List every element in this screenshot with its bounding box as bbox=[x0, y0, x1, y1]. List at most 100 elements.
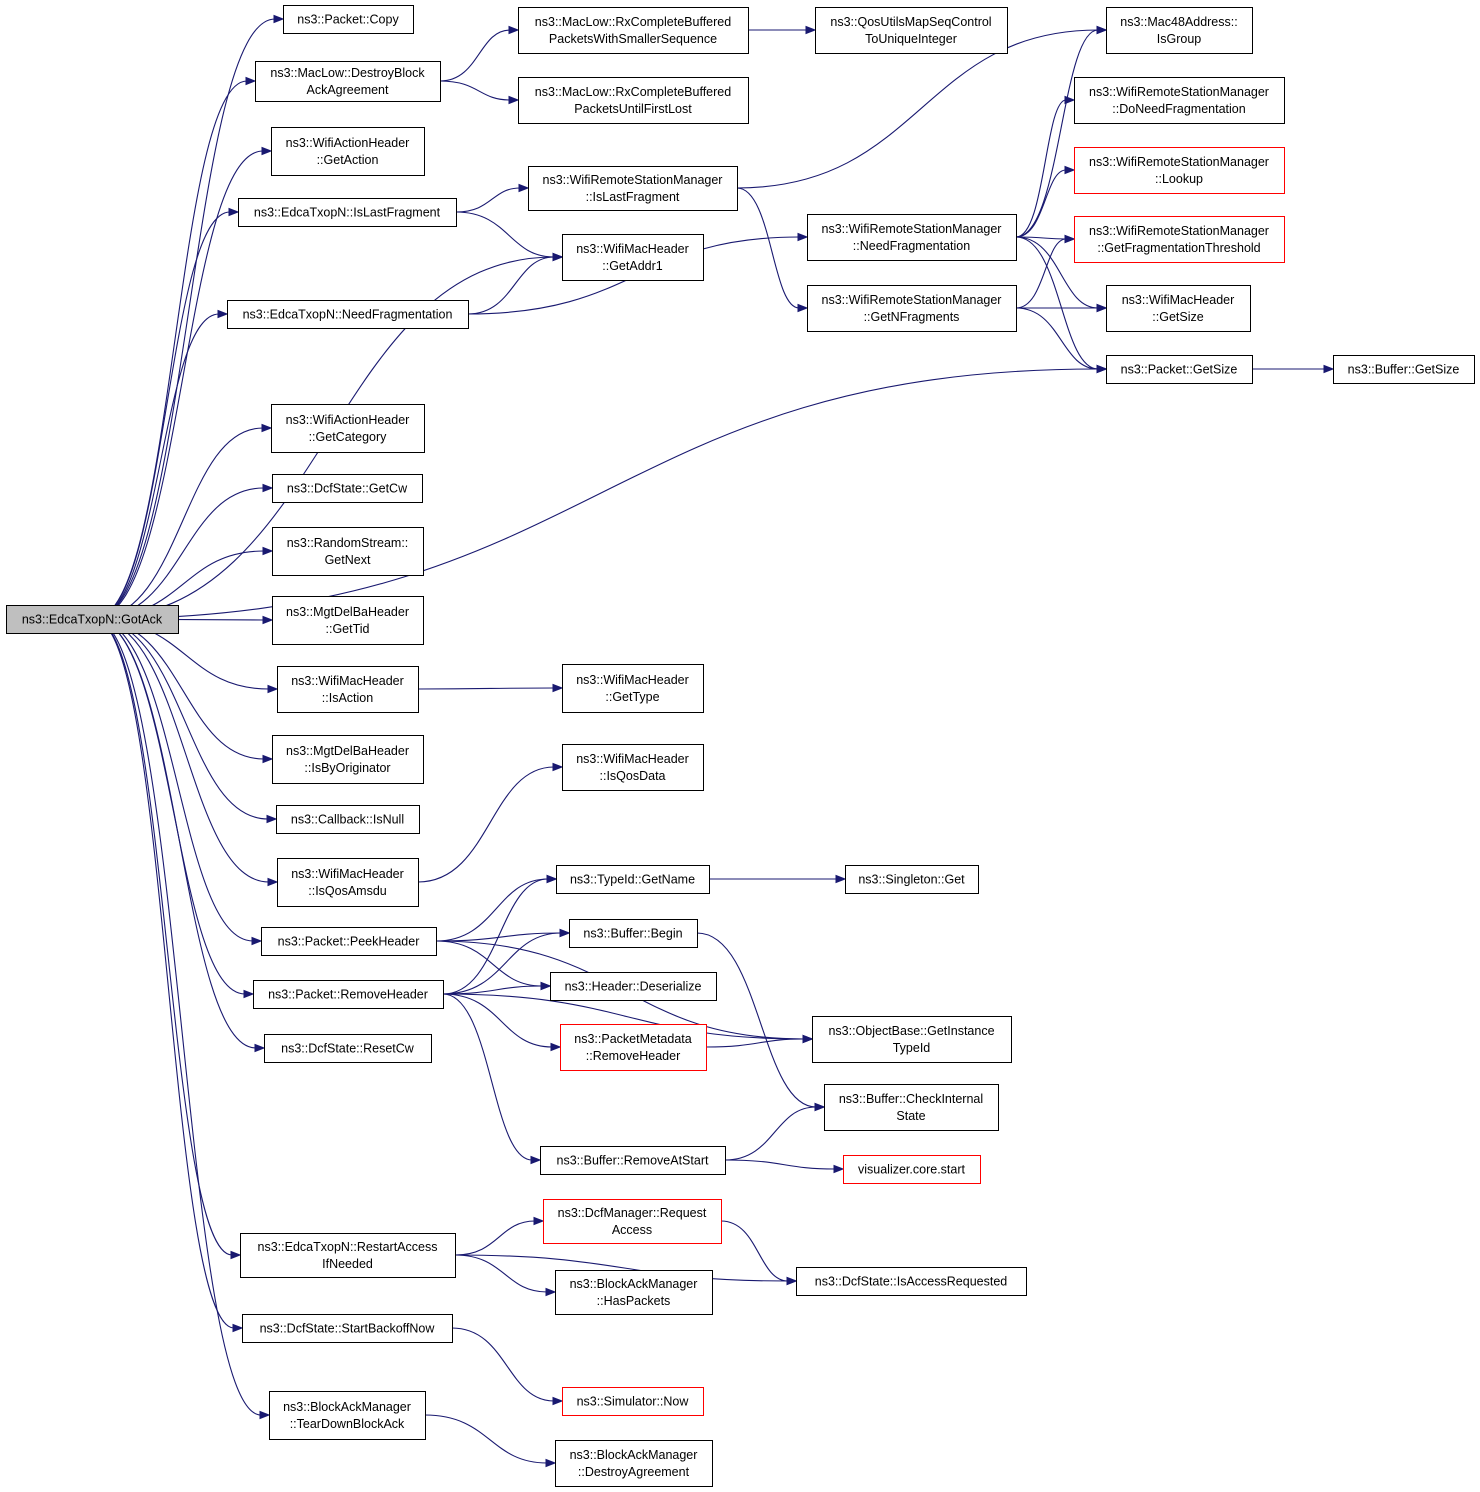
node-box-rxuntil[interactable] bbox=[518, 77, 749, 124]
node-isqosamsdu[interactable]: ns3::WifiMacHeader::IsQosAmsdu bbox=[277, 858, 419, 907]
node-box-gettype[interactable] bbox=[562, 664, 704, 713]
node-islastfrag_e[interactable]: ns3::EdcaTxopN::IsLastFragment bbox=[238, 198, 457, 227]
node-box-simnow[interactable] bbox=[562, 1387, 704, 1416]
node-box-haspackets[interactable] bbox=[555, 1270, 713, 1315]
node-box-bufgetsize[interactable] bbox=[1333, 355, 1475, 384]
node-box-startbackoff[interactable] bbox=[242, 1314, 453, 1343]
node-removeatstart[interactable]: ns3::Buffer::RemoveAtStart bbox=[540, 1146, 726, 1175]
node-box-pmremove[interactable] bbox=[560, 1024, 707, 1071]
node-deserialize[interactable]: ns3::Header::Deserialize bbox=[550, 972, 717, 1001]
node-bufgetsize[interactable]: ns3::Buffer::GetSize bbox=[1333, 355, 1475, 384]
node-box-pktgetsize[interactable] bbox=[1106, 355, 1253, 384]
node-box-islastfrag_w[interactable] bbox=[528, 166, 738, 211]
node-needfrag_w[interactable]: ns3::WifiRemoteStationManager::NeedFragm… bbox=[807, 214, 1017, 261]
node-box-qosutils[interactable] bbox=[815, 7, 1008, 54]
node-box-getaddr1[interactable] bbox=[562, 234, 704, 281]
node-isqosdata[interactable]: ns3::WifiMacHeader::IsQosData bbox=[562, 744, 704, 791]
node-isaccessreq[interactable]: ns3::DcfState::IsAccessRequested bbox=[796, 1267, 1027, 1296]
node-box-restartaccess[interactable] bbox=[240, 1233, 456, 1278]
node-box-rxsmaller[interactable] bbox=[518, 7, 749, 54]
node-box-gettid[interactable] bbox=[272, 596, 424, 645]
node-box-doneedfrag[interactable] bbox=[1074, 77, 1285, 124]
node-box-needfrag_e[interactable] bbox=[227, 300, 469, 329]
node-isnull[interactable]: ns3::Callback::IsNull bbox=[276, 805, 420, 834]
node-box-vizstart[interactable] bbox=[843, 1155, 981, 1184]
node-box-deserialize[interactable] bbox=[550, 972, 717, 1001]
node-box-peekheader[interactable] bbox=[261, 927, 437, 956]
node-box-getinstance[interactable] bbox=[812, 1016, 1012, 1063]
node-box-singleton[interactable] bbox=[845, 865, 979, 894]
node-box-getaction[interactable] bbox=[271, 127, 425, 176]
node-gotack[interactable]: ns3::EdcaTxopN::GotAck bbox=[6, 605, 179, 634]
node-getaction[interactable]: ns3::WifiActionHeader::GetAction bbox=[271, 127, 425, 176]
node-peekheader[interactable]: ns3::Packet::PeekHeader bbox=[261, 927, 437, 956]
node-box-isqosamsdu[interactable] bbox=[277, 858, 419, 907]
node-box-resetcw[interactable] bbox=[264, 1034, 432, 1063]
node-getcw[interactable]: ns3::DcfState::GetCw bbox=[272, 474, 423, 503]
node-gettid[interactable]: ns3::MgtDelBaHeader::GetTid bbox=[272, 596, 424, 645]
node-typeidname[interactable]: ns3::TypeId::GetName bbox=[556, 865, 710, 894]
node-getcategory[interactable]: ns3::WifiActionHeader::GetCategory bbox=[271, 404, 425, 453]
node-pmremove[interactable]: ns3::PacketMetadata::RemoveHeader bbox=[560, 1024, 707, 1071]
node-box-removeheader[interactable] bbox=[253, 980, 444, 1009]
node-box-gotack[interactable] bbox=[6, 605, 179, 634]
node-getnfrag[interactable]: ns3::WifiRemoteStationManager::GetNFragm… bbox=[807, 285, 1017, 332]
node-isbyorig[interactable]: ns3::MgtDelBaHeader::IsByOriginator bbox=[272, 735, 424, 784]
node-singleton[interactable]: ns3::Singleton::Get bbox=[845, 865, 979, 894]
node-box-isbyorig[interactable] bbox=[272, 735, 424, 784]
node-getnext[interactable]: ns3::RandomStream::GetNext bbox=[272, 527, 424, 576]
node-box-isnull[interactable] bbox=[276, 805, 420, 834]
node-box-checkinternal[interactable] bbox=[824, 1084, 999, 1131]
node-box-getnfrag[interactable] bbox=[807, 285, 1017, 332]
node-box-isqosdata[interactable] bbox=[562, 744, 704, 791]
node-getfragthresh[interactable]: ns3::WifiRemoteStationManager::GetFragme… bbox=[1074, 216, 1285, 263]
node-rxuntil[interactable]: ns3::MacLow::RxCompleteBufferedPacketsUn… bbox=[518, 77, 749, 124]
node-startbackoff[interactable]: ns3::DcfState::StartBackoffNow bbox=[242, 1314, 453, 1343]
node-bufbegin[interactable]: ns3::Buffer::Begin bbox=[569, 919, 698, 948]
node-box-isaction[interactable] bbox=[277, 666, 419, 713]
node-lookup[interactable]: ns3::WifiRemoteStationManager::Lookup bbox=[1074, 147, 1285, 194]
node-islastfrag_w[interactable]: ns3::WifiRemoteStationManager::IsLastFra… bbox=[528, 166, 738, 211]
node-isaction[interactable]: ns3::WifiMacHeader::IsAction bbox=[277, 666, 419, 713]
node-box-copy[interactable] bbox=[283, 5, 414, 34]
node-getaddr1[interactable]: ns3::WifiMacHeader::GetAddr1 bbox=[562, 234, 704, 281]
node-box-isaccessreq[interactable] bbox=[796, 1267, 1027, 1296]
node-rxsmaller[interactable]: ns3::MacLow::RxCompleteBufferedPacketsWi… bbox=[518, 7, 749, 54]
node-isgroup[interactable]: ns3::Mac48Address::IsGroup bbox=[1106, 7, 1253, 54]
node-needfrag_e[interactable]: ns3::EdcaTxopN::NeedFragmentation bbox=[227, 300, 469, 329]
node-box-needfrag_w[interactable] bbox=[807, 214, 1017, 261]
node-haspackets[interactable]: ns3::BlockAckManager::HasPackets bbox=[555, 1270, 713, 1315]
node-box-islastfrag_e[interactable] bbox=[238, 198, 457, 227]
node-box-destroyagreement[interactable] bbox=[555, 1440, 713, 1487]
node-box-getnext[interactable] bbox=[272, 527, 424, 576]
node-box-reqaccess[interactable] bbox=[543, 1199, 722, 1244]
node-resetcw[interactable]: ns3::DcfState::ResetCw bbox=[264, 1034, 432, 1063]
node-pktgetsize[interactable]: ns3::Packet::GetSize bbox=[1106, 355, 1253, 384]
node-simnow[interactable]: ns3::Simulator::Now bbox=[562, 1387, 704, 1416]
node-box-isgroup[interactable] bbox=[1106, 7, 1253, 54]
node-doneedfrag[interactable]: ns3::WifiRemoteStationManager::DoNeedFra… bbox=[1074, 77, 1285, 124]
node-box-getcw[interactable] bbox=[272, 474, 423, 503]
node-box-bufbegin[interactable] bbox=[569, 919, 698, 948]
node-qosutils[interactable]: ns3::QosUtilsMapSeqControlToUniqueIntege… bbox=[815, 7, 1008, 54]
node-box-destroyblock[interactable] bbox=[255, 61, 441, 102]
node-vizstart[interactable]: visualizer.core.start bbox=[843, 1155, 981, 1184]
node-box-getcategory[interactable] bbox=[271, 404, 425, 453]
node-box-getfragthresh[interactable] bbox=[1074, 216, 1285, 263]
node-box-lookup[interactable] bbox=[1074, 147, 1285, 194]
node-box-machdrsize[interactable] bbox=[1106, 285, 1251, 332]
node-box-removeatstart[interactable] bbox=[540, 1146, 726, 1175]
node-box-typeidname[interactable] bbox=[556, 865, 710, 894]
node-gettype[interactable]: ns3::WifiMacHeader::GetType bbox=[562, 664, 704, 713]
node-removeheader[interactable]: ns3::Packet::RemoveHeader bbox=[253, 980, 444, 1009]
node-copy[interactable]: ns3::Packet::Copy bbox=[283, 5, 414, 34]
node-teardown[interactable]: ns3::BlockAckManager::TearDownBlockAck bbox=[269, 1391, 426, 1440]
node-box-teardown[interactable] bbox=[269, 1391, 426, 1440]
node-destroyagreement[interactable]: ns3::BlockAckManager::DestroyAgreement bbox=[555, 1440, 713, 1487]
node-machdrsize[interactable]: ns3::WifiMacHeader::GetSize bbox=[1106, 285, 1251, 332]
